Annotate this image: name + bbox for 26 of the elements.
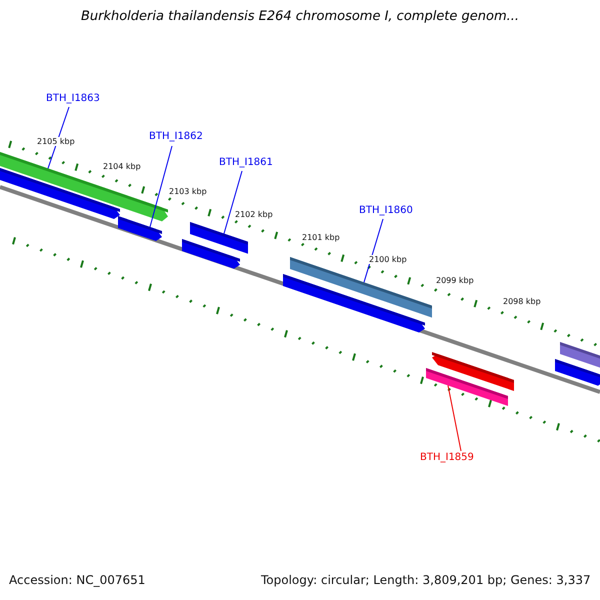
genome-summary-text: Topology: circular; Length: 3,809,201 bp; Genes: 3,337: [261, 574, 591, 588]
accession-text: Accession: NC_007651: [9, 574, 146, 588]
scale-label: 2102 kbp: [235, 210, 273, 220]
gene-label: BTH_I1859: [420, 452, 474, 464]
scale-label: 2099 kbp: [436, 276, 474, 286]
gene-label: BTH_I1862: [149, 131, 203, 142]
scale-label: 2105 kbp: [37, 137, 75, 146]
gene-feature: [283, 274, 425, 332]
title: Burkholderia thailandensis E264 chromosome I, complete genom...: [80, 10, 520, 25]
leader-line: [364, 218, 384, 283]
gene-feature: [0, 168, 120, 219]
scale-label: 2103 kbp: [169, 187, 207, 196]
gene-label: BTH_I1863: [46, 93, 100, 104]
leader-line: [150, 146, 172, 228]
gene-feature: [555, 359, 600, 386]
gene-feature: [426, 368, 508, 406]
scale-label: 2101 kbp: [302, 233, 340, 242]
scale-label: 2098 kbp: [503, 297, 541, 306]
gene-label: BTH_I1860: [359, 205, 413, 216]
scale-label: 2104 kbp: [103, 162, 141, 172]
leader-line: [224, 170, 242, 234]
gene-feature: [182, 239, 240, 269]
scale-label: 2100 kbp: [369, 255, 407, 264]
leader-line: [448, 385, 462, 452]
gene-feature: [118, 216, 162, 241]
gene-label: BTH_I1861: [219, 157, 273, 168]
